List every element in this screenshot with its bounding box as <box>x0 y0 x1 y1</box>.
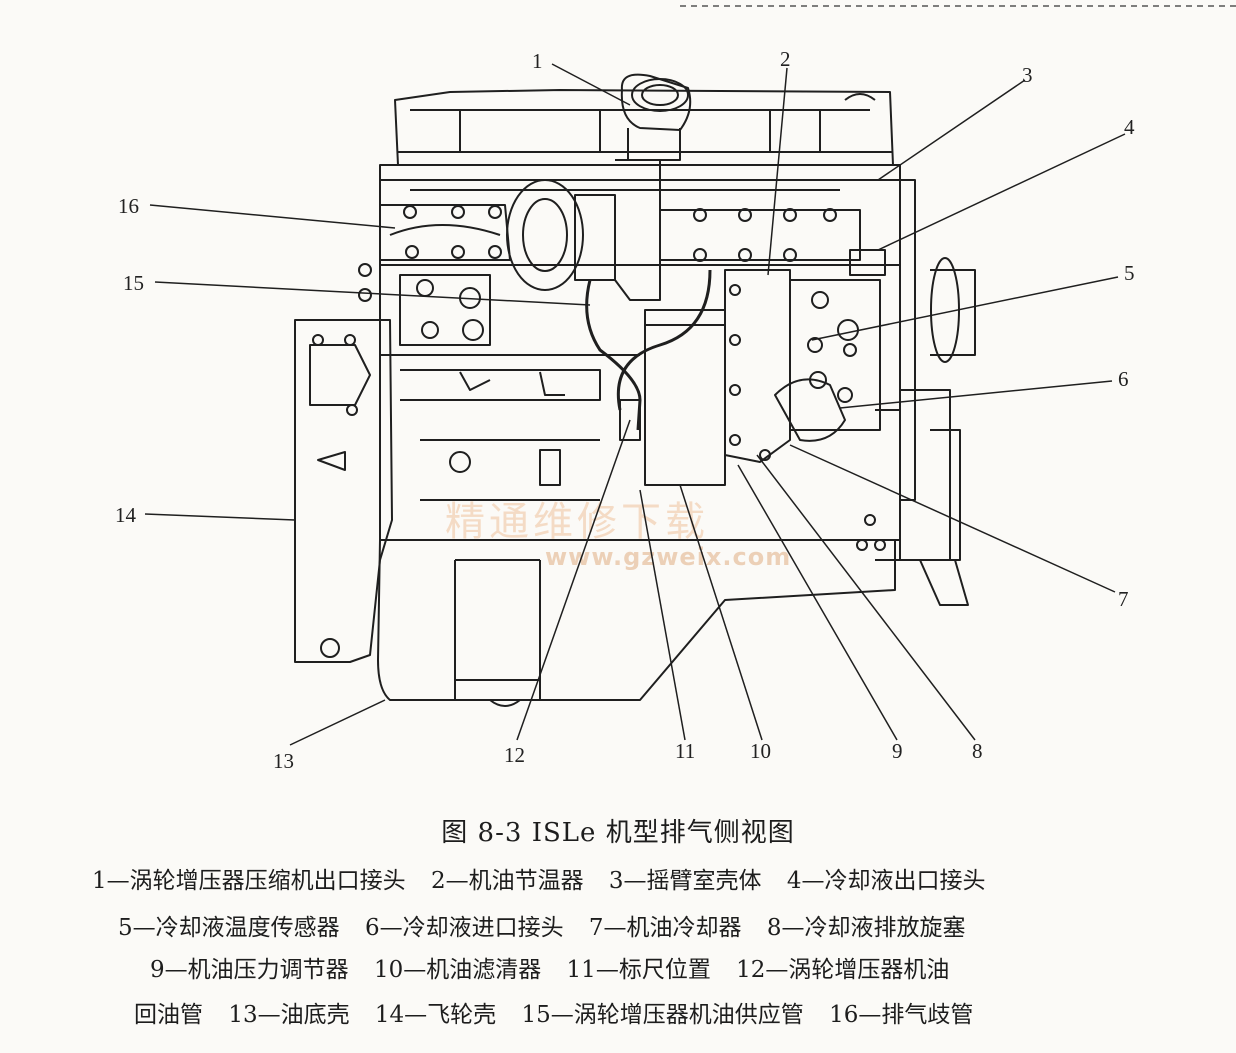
engine-drawing: 精通维修下载 www.gzweix.com 1 2 3 4 5 6 7 8 9 … <box>115 5 1236 773</box>
leader-14 <box>144 513 296 521</box>
callout-6: 6 <box>1118 367 1129 391</box>
leader-4 <box>877 133 1126 251</box>
leader-13 <box>289 699 386 746</box>
legend-line: 9—机油压力调节器 10—机油滤清器 11—标尺位置 12—涡轮增压器机油 <box>0 955 1236 985</box>
watermark-text: 精通维修下载 <box>445 499 709 545</box>
exhaust-manifold-right <box>659 209 861 261</box>
callout-1: 1 <box>532 49 543 73</box>
legend-item: 4—冷却液出口接头 <box>786 868 986 894</box>
leader-8 <box>756 454 976 741</box>
watermark-url: www.gzweix.com <box>545 543 791 571</box>
watermark: 精通维修下载 www.gzweix.com <box>445 499 791 571</box>
legend-item: 2—机油节温器 <box>430 868 584 894</box>
turbo-oil-drain <box>619 399 641 441</box>
leader-12 <box>516 419 631 741</box>
callout-8: 8 <box>972 739 983 763</box>
legend-item: 14—飞轮壳 <box>374 1002 497 1028</box>
legend-item: 10—机油滤清器 <box>373 957 542 983</box>
leader-11 <box>639 489 686 741</box>
legend-line: 回油管 13—油底壳 14—飞轮壳 15—涡轮增压器机油供应管 16—排气歧管 <box>0 1000 1236 1030</box>
legend-item: 9—机油压力调节器 <box>150 957 349 983</box>
callout-labels: 1 2 3 4 5 6 7 8 9 10 11 12 13 14 15 16 <box>115 47 1135 773</box>
legend-item: 15—涡轮增压器机油供应管 <box>521 1002 804 1028</box>
legend-item: 12—涡轮增压器机油 <box>736 957 950 983</box>
legend-item: 11—标尺位置 <box>566 957 711 983</box>
legend-item: 3—摇臂室壳体 <box>608 868 762 894</box>
leader-7 <box>789 444 1116 593</box>
callout-5: 5 <box>1124 261 1135 285</box>
callout-11: 11 <box>675 739 695 763</box>
callout-10: 10 <box>750 739 771 763</box>
legend-item: 13—油底壳 <box>228 1002 350 1028</box>
callout-14: 14 <box>115 503 137 527</box>
leader-5 <box>811 276 1119 341</box>
callout-4: 4 <box>1124 115 1135 139</box>
leader-9 <box>737 464 898 741</box>
compressor-outlet <box>620 73 692 131</box>
legend-item: 6—冷却液进口接头 <box>364 915 564 941</box>
callout-2: 2 <box>780 47 791 71</box>
oil-pan <box>377 539 896 701</box>
leader-10 <box>679 484 763 741</box>
coolant-inlet <box>774 378 846 442</box>
legend-line: 1—涡轮增压器压缩机出口接头 2—机油节温器 3—摇臂室壳体 4—冷却液出口接头 <box>0 866 1236 896</box>
flywheel-housing <box>294 319 393 663</box>
turbocharger <box>506 179 584 291</box>
legend-item: 5—冷却液温度传感器 <box>118 915 340 941</box>
legend-line: 5—冷却液温度传感器 6—冷却液进口接头 7—机油冷却器 8—冷却液排放旋塞 <box>0 913 1236 943</box>
legend-item: 回油管 <box>134 1002 203 1028</box>
leader-lines <box>144 63 1126 746</box>
legend-item: 16—排气歧管 <box>829 1002 974 1028</box>
oil-filter <box>644 309 726 486</box>
callout-3: 3 <box>1022 63 1033 87</box>
leader-1 <box>551 63 631 106</box>
leader-3 <box>877 79 1026 181</box>
engine-diagram: 精通维修下载 www.gzweix.com 1 2 3 4 5 6 7 8 9 … <box>115 5 1236 773</box>
callout-12: 12 <box>504 743 525 767</box>
callout-7: 7 <box>1118 587 1129 611</box>
legend-item: 7—机油冷却器 <box>588 915 742 941</box>
callout-15: 15 <box>123 271 144 295</box>
leader-6 <box>839 380 1113 409</box>
engine-outline <box>294 73 976 707</box>
leader-15 <box>154 281 591 306</box>
figure-caption: 图 8-3 ISLe 机型排气侧视图 <box>441 818 795 848</box>
callout-13: 13 <box>273 749 294 773</box>
callout-9: 9 <box>892 739 903 763</box>
leader-16 <box>149 204 396 229</box>
callout-16: 16 <box>118 194 139 218</box>
leader-2 <box>767 67 788 276</box>
oil-cooler <box>724 269 791 463</box>
legend-item: 8—冷却液排放旋塞 <box>766 915 966 941</box>
legend-item: 1—涡轮增压器压缩机出口接头 <box>92 868 406 894</box>
